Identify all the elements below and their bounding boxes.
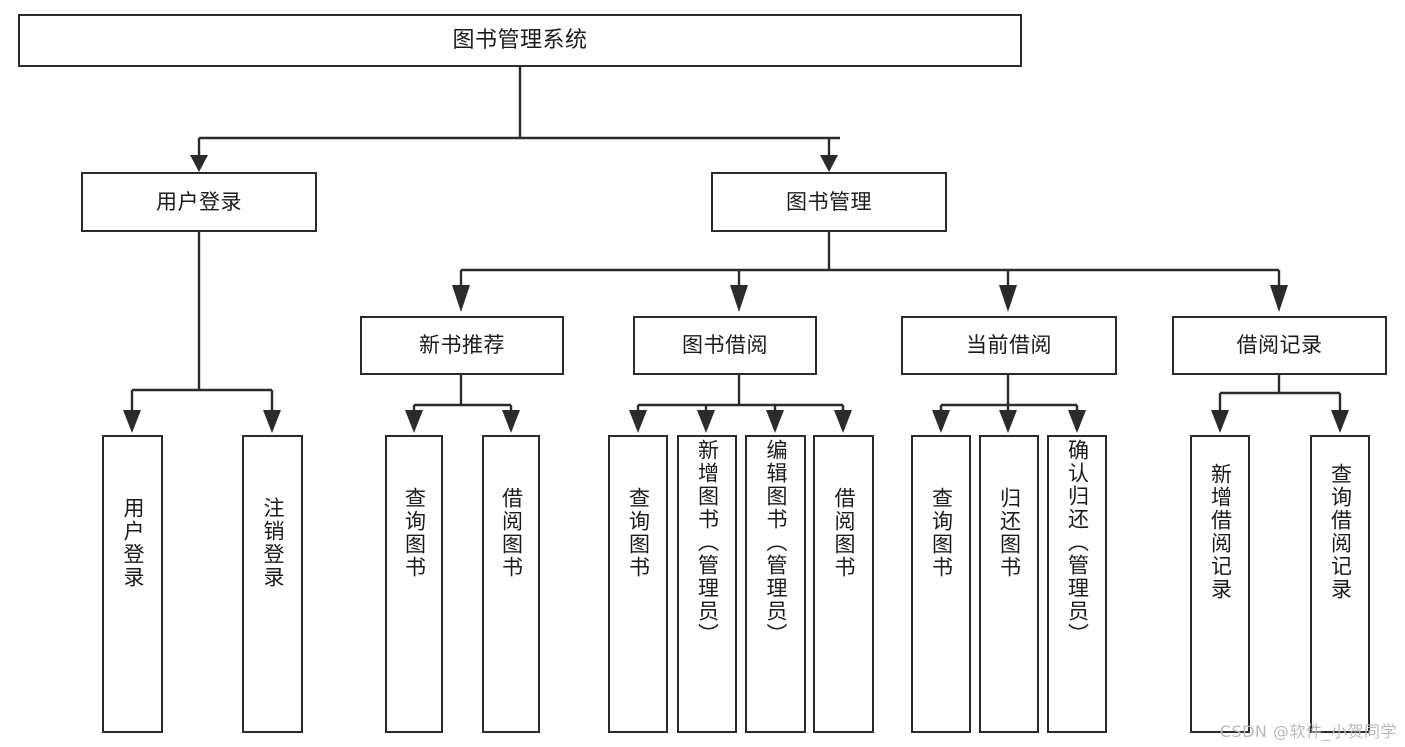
node-label: 借阅图书 xyxy=(499,487,524,579)
csdn-watermark: CSDN @软件_小贺同学 xyxy=(1219,722,1397,741)
node-label: 借阅图书 xyxy=(832,487,856,579)
node-label: 查询图书 xyxy=(929,487,954,579)
node-label: 当前借阅 xyxy=(966,333,1052,358)
node-label: 查询借阅记录 xyxy=(1328,463,1353,601)
node-label: 新增图书（管理员） xyxy=(695,439,720,646)
leaf-query-book-current[interactable]: 查询图书 xyxy=(911,435,971,733)
node-label: 查询图书 xyxy=(402,487,427,579)
leaf-borrow-book[interactable]: 借阅图书 xyxy=(813,435,874,733)
leaf-add-book-admin[interactable]: 新增图书（管理员） xyxy=(677,435,737,733)
leaf-return-book[interactable]: 归还图书 xyxy=(979,435,1039,733)
node-label: 图书借阅 xyxy=(682,333,768,358)
node-label: 用户登录 xyxy=(121,497,145,589)
node-label: 注销登录 xyxy=(261,497,285,589)
leaf-query-book-borrow[interactable]: 查询图书 xyxy=(608,435,668,733)
node-label: 新增借阅记录 xyxy=(1208,463,1233,601)
node-label: 归还图书 xyxy=(997,487,1022,579)
leaf-logout-login[interactable]: 注销登录 xyxy=(242,435,303,733)
node-root-library-system[interactable]: 图书管理系统 xyxy=(18,14,1022,67)
node-label: 确认归还（管理员） xyxy=(1065,439,1090,646)
leaf-edit-book-admin[interactable]: 编辑图书（管理员） xyxy=(745,435,806,733)
leaf-query-borrow-record[interactable]: 查询借阅记录 xyxy=(1310,435,1370,733)
node-label: 查询图书 xyxy=(626,487,651,579)
node-current-borrow[interactable]: 当前借阅 xyxy=(901,316,1117,375)
leaf-query-book-recommend[interactable]: 查询图书 xyxy=(385,435,443,733)
node-label: 图书管理 xyxy=(786,189,872,214)
node-label: 新书推荐 xyxy=(419,333,505,358)
node-label: 编辑图书（管理员） xyxy=(764,439,788,646)
node-book-management[interactable]: 图书管理 xyxy=(711,172,947,232)
leaf-confirm-return-admin[interactable]: 确认归还（管理员） xyxy=(1047,435,1107,733)
leaf-add-borrow-record[interactable]: 新增借阅记录 xyxy=(1190,435,1250,733)
node-label: 图书管理系统 xyxy=(452,27,588,53)
node-user-login[interactable]: 用户登录 xyxy=(81,172,317,232)
node-new-book-recommend[interactable]: 新书推荐 xyxy=(360,316,564,375)
node-label: 用户登录 xyxy=(156,189,242,214)
leaf-borrow-book-recommend[interactable]: 借阅图书 xyxy=(482,435,540,733)
leaf-user-login[interactable]: 用户登录 xyxy=(102,435,163,733)
node-label: 借阅记录 xyxy=(1236,333,1323,358)
node-book-borrow[interactable]: 图书借阅 xyxy=(633,316,817,375)
node-borrow-record[interactable]: 借阅记录 xyxy=(1172,316,1387,375)
